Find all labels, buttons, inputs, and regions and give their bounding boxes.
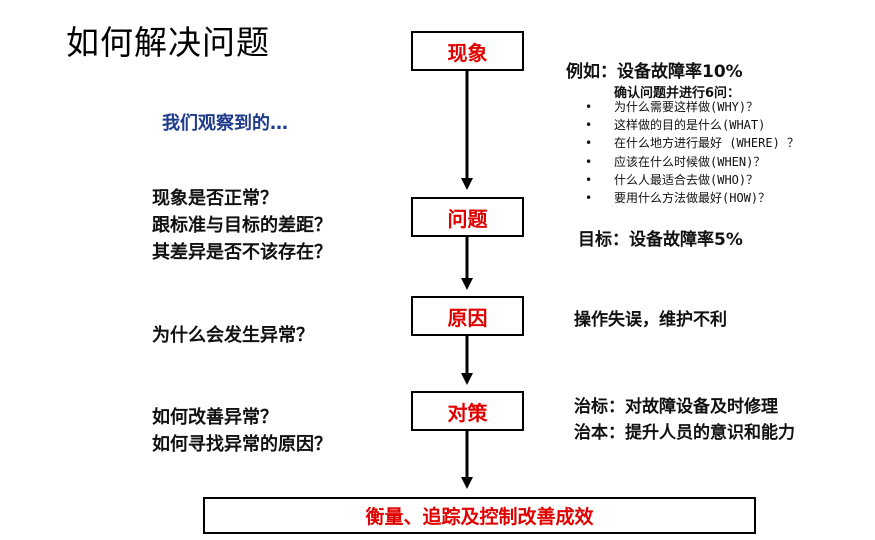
six-questions-list: •为什么需要这样做(WHY)？ •这样做的目的是什么(WHAT) •在什么地方进… (585, 98, 799, 207)
arrowhead-1 (461, 178, 473, 190)
step-box-problem: 问题 (411, 197, 524, 237)
final-box-measure-track-control: 衡量、追踪及控制改善成效 (203, 497, 756, 534)
problem-question-line: 跟标准与目标的差距？ (152, 215, 332, 236)
list-item: •在什么地方进行最好 (WHERE) ？ (585, 134, 799, 152)
bullet-icon: • (585, 136, 593, 151)
countermeasure-root-line: 治本：提升人员的意识和能力 (574, 423, 795, 443)
countermeasure-question-line: 如何改善异常？ (152, 407, 278, 428)
list-item: •要用什么方法做最好(HOW)？ (585, 189, 799, 207)
bullet-icon: • (585, 172, 593, 187)
page-title: 如何解决问题 (66, 23, 270, 62)
list-item: •这样做的目的是什么(WHAT) (585, 116, 799, 134)
bullet-icon: • (585, 118, 593, 133)
arrowhead-3 (461, 373, 473, 385)
problem-question-line: 现象是否正常？ (152, 188, 278, 209)
cause-detail-text: 操作失误，维护不利 (574, 310, 727, 330)
target-text: 目标：设备故障率5% (578, 230, 743, 250)
list-item: •什么人最适合去做(WHO)？ (585, 171, 799, 189)
problem-question-line: 其差异是否不该存在？ (152, 242, 332, 263)
countermeasure-question-line: 如何寻找异常的原因？ (152, 434, 332, 455)
step-box-cause: 原因 (411, 296, 524, 336)
countermeasure-details: 治标：对故障设备及时修理 治本：提升人员的意识和能力 (574, 394, 795, 446)
countermeasure-symptom-line: 治标：对故障设备及时修理 (574, 397, 778, 417)
cause-question: 为什么会发生异常？ (152, 325, 314, 346)
bullet-icon: • (585, 191, 593, 206)
bullet-icon: • (585, 100, 593, 114)
observe-text: 我们观察到的… (162, 113, 288, 134)
countermeasure-questions: 如何改善异常？ 如何寻找异常的原因？ (152, 404, 332, 458)
six-questions-title: 确认问题并进行6问： (614, 86, 741, 101)
example-text: 例如：设备故障率10% (566, 62, 743, 82)
list-item: •应该在什么时候做(WHEN)？ (585, 153, 799, 171)
problem-questions: 现象是否正常？ 跟标准与目标的差距？ 其差异是否不该存在？ (152, 185, 332, 266)
arrowhead-4 (461, 477, 473, 489)
step-box-phenomenon: 现象 (411, 31, 524, 71)
arrowhead-2 (461, 278, 473, 290)
bullet-icon: • (585, 154, 593, 169)
step-box-countermeasure: 对策 (411, 391, 524, 431)
list-item: •为什么需要这样做(WHY)？ (585, 98, 799, 116)
